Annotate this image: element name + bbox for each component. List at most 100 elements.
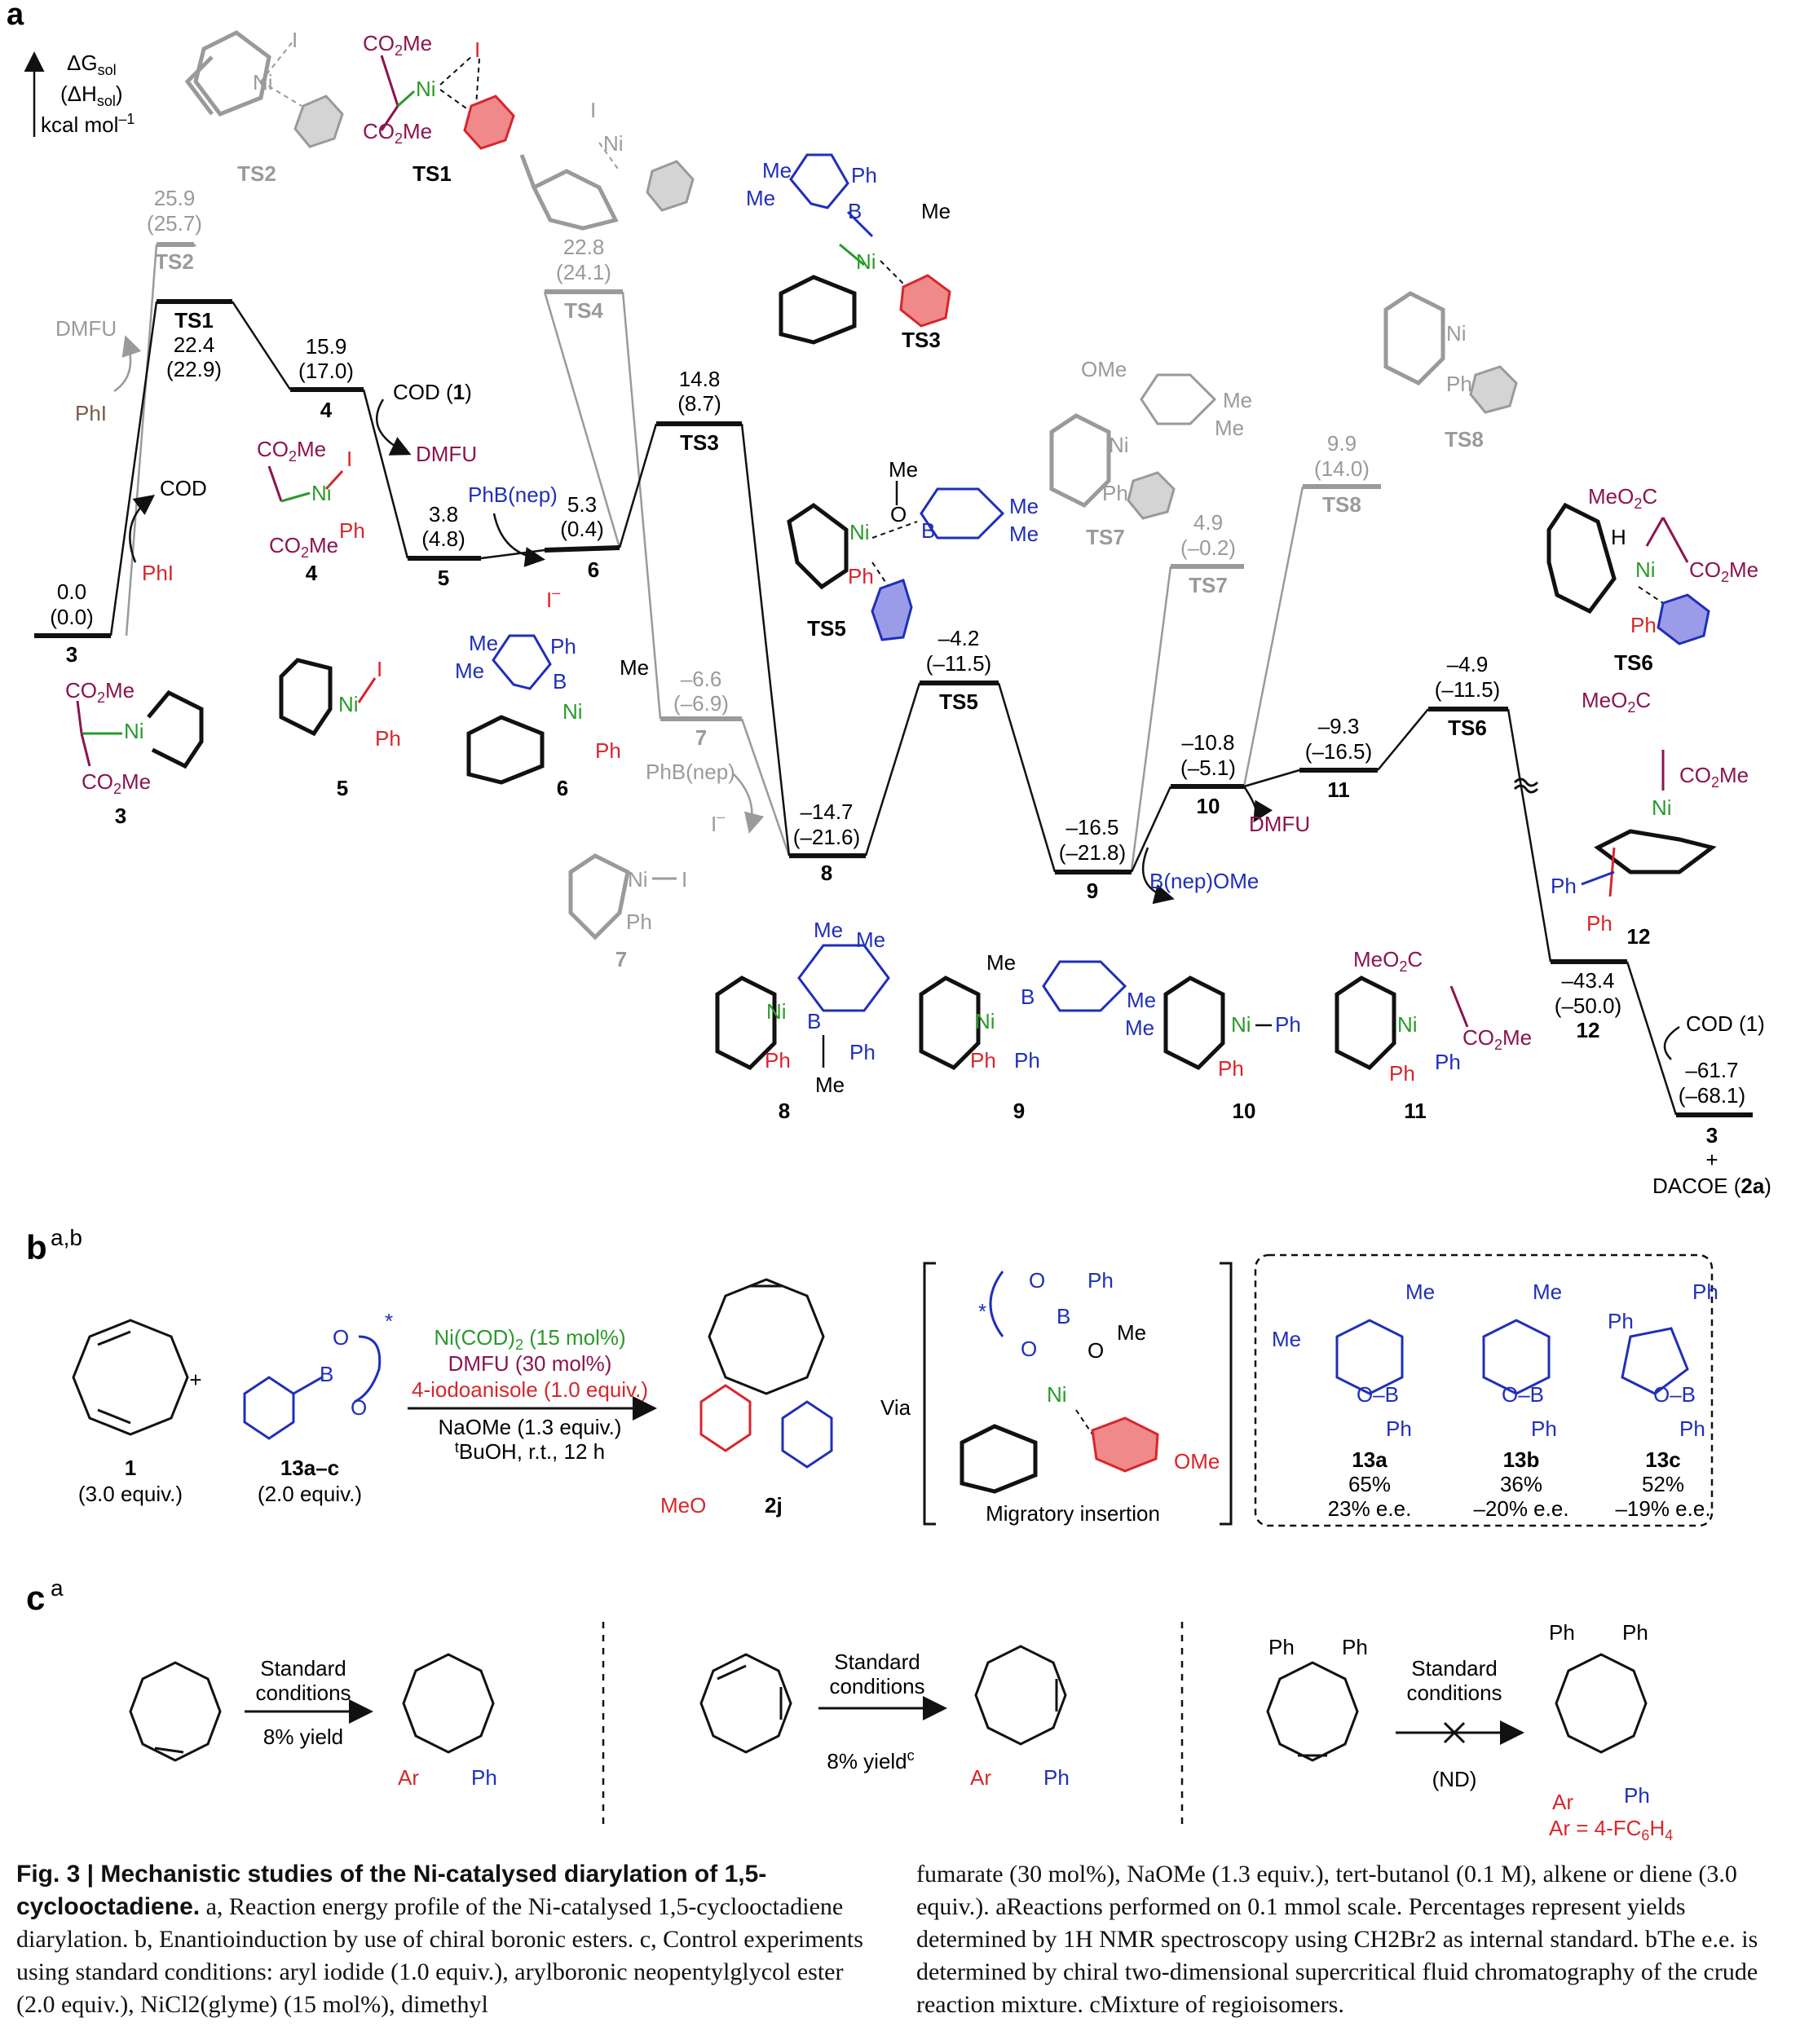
s3-co2me-top: CO2Me: [65, 678, 135, 706]
ts3-g: 14.8: [679, 367, 721, 391]
ts5-b: B: [921, 518, 935, 543]
ts5-me2: Me: [1009, 494, 1039, 518]
connector: [543, 291, 621, 548]
caption-left: Fig. 3 | Mechanistic studies of the Ni-c…: [16, 1858, 880, 2021]
s3-ni: Ni: [124, 719, 144, 743]
s7-ni: Ni: [628, 867, 648, 892]
connector: [740, 718, 791, 857]
ts5-me3: Me: [1009, 522, 1039, 546]
no-reaction-cross-icon: [1443, 1721, 1466, 1744]
caption-right: fumarate (30 mol%), NaOMe (1.3 equiv.), …: [916, 1858, 1780, 2021]
phenyl-product-icon: [781, 1400, 833, 1469]
cod-in-final: COD (1): [1686, 1011, 1765, 1036]
sm2-label: 13a–c: [280, 1456, 339, 1480]
l13a-ob: O–B: [1357, 1382, 1399, 1407]
connector: [1130, 566, 1172, 871]
l13a-ee: 23% e.e.: [1328, 1496, 1412, 1521]
s9-ph1: Ph: [970, 1048, 996, 1073]
ligand-13c-ring: [1621, 1327, 1689, 1395]
int5-h: (4.8): [421, 526, 465, 551]
c3-std: Standard: [1411, 1656, 1498, 1681]
sm1-label: 1: [125, 1456, 136, 1480]
reagent-annotations: DMFU PhI COD PhI COD (1) DMFU PhB(nep) I…: [55, 316, 1765, 1060]
cod-out: COD: [160, 476, 207, 500]
ts6-label: TS6: [1448, 716, 1487, 740]
int8-g: –14.7: [800, 800, 853, 824]
diphenylcyclooctene-icon: [1266, 1661, 1359, 1762]
product-label: 2j: [765, 1493, 783, 1518]
axis-break-icon: [1513, 778, 1539, 794]
ts1-i: I: [474, 37, 480, 62]
c2-ar: Ar: [970, 1765, 991, 1790]
ts4-label: TS4: [564, 298, 603, 323]
cond-ni: Ni(COD)2 (15 mol%): [434, 1325, 625, 1353]
dmfu-out-1: DMFU: [55, 316, 117, 341]
l13a-name: 13a: [1352, 1447, 1388, 1472]
ts3-label: TS3: [680, 430, 719, 455]
structure-ts4: [519, 142, 695, 231]
l13a-yield: 65%: [1348, 1472, 1391, 1496]
ts3-ph: Ph: [851, 163, 877, 187]
s5-ph: Ph: [375, 726, 401, 751]
ts8-caption: TS8: [1445, 427, 1484, 452]
l13c-ee: –19% e.e.: [1615, 1496, 1710, 1521]
s9-ph2: Ph: [1014, 1048, 1040, 1073]
ts2-ni: Ni: [253, 70, 273, 95]
phi-in-2: PhI: [142, 561, 174, 585]
iodide-out-1: I–: [546, 584, 560, 612]
ts1-g: 22.4: [174, 333, 215, 357]
structure-ts5: [787, 481, 1005, 641]
cyclooctene-ring-icon: [708, 1278, 825, 1395]
int3-final-label: 3: [1706, 1123, 1718, 1148]
s11-meo2c: MeO2C: [1353, 947, 1423, 975]
sm2-o2: O: [351, 1395, 367, 1420]
structure-ts6: [1546, 502, 1710, 645]
c3-ph4: Ph: [1622, 1620, 1648, 1645]
s12-ph2: Ph: [1586, 911, 1612, 936]
structure-7: [568, 853, 677, 941]
grey-path: [125, 242, 1381, 871]
s6-ni: Ni: [562, 699, 583, 724]
s12-co2me: CO2Me: [1679, 763, 1749, 791]
ts8-g: 9.9: [1327, 431, 1357, 456]
s9-meo: Me: [986, 950, 1016, 975]
caption-right-body: fumarate (30 mol%), NaOMe (1.3 equiv.), …: [916, 1861, 1758, 2018]
ts-ph: Ph: [1088, 1268, 1114, 1293]
s6-ph: Ph: [550, 634, 576, 659]
structure-ts8: [1383, 291, 1518, 414]
int11-h: (–16.5): [1305, 739, 1372, 764]
ts5-caption: TS5: [807, 616, 846, 641]
c1-ar: Ar: [398, 1765, 419, 1790]
plus-sign: +: [1705, 1148, 1718, 1172]
int3-final-h: (–68.1): [1679, 1083, 1745, 1108]
main-path: [34, 299, 1753, 1117]
s12-ph1: Ph: [1551, 874, 1577, 898]
ts-ni: Ni: [1047, 1382, 1067, 1407]
s11-ni: Ni: [1397, 1012, 1418, 1037]
l13c-yield: 52%: [1642, 1472, 1684, 1496]
int6-h: (0.4): [560, 517, 603, 541]
int3-h: (0.0): [50, 605, 93, 629]
ts8-h: (14.0): [1314, 456, 1370, 481]
l13a-me1: Me: [1272, 1327, 1301, 1351]
ts1-label: TS1: [174, 308, 214, 333]
l13b-ob: O–B: [1502, 1382, 1544, 1407]
ts1-co2me-bottom: CO2Me: [363, 119, 432, 147]
ts3-me2: Me: [746, 186, 775, 210]
cond-tbuoh: tBuOH, r.t., 12 h: [455, 1439, 605, 1464]
int7-g: –6.6: [681, 667, 722, 691]
caption-title: Fig. 3 | Mechanistic studies of the Ni-c…: [16, 1861, 767, 1920]
int11-label: 11: [1327, 778, 1350, 802]
phi-in-1: PhI: [75, 401, 107, 425]
s12-meo2c: MeO2C: [1582, 688, 1651, 716]
c3-cond: conditions: [1406, 1681, 1502, 1705]
phbnep-in-2: PhB(nep): [646, 760, 735, 784]
int7-h: (–6.9): [673, 691, 729, 716]
sm2-o1: O: [333, 1325, 349, 1350]
c2-ph: Ph: [1043, 1765, 1070, 1790]
c1-yield: 8% yield: [263, 1725, 343, 1749]
dmfu-out-2: DMFU: [416, 442, 477, 466]
ts7-ni: Ni: [1109, 433, 1129, 457]
l13b-ph: Ph: [1531, 1416, 1557, 1441]
